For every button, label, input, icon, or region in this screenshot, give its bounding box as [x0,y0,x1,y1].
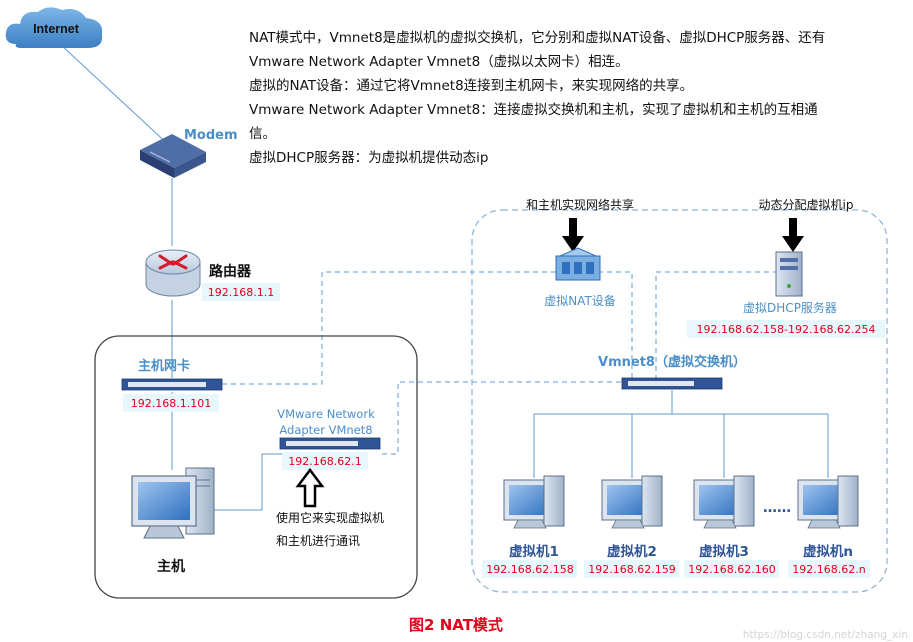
description-line: 虚拟DHCP服务器：为虚拟机提供动态ip [249,150,489,166]
vmnet8-adapter-ip: 192.168.62.1 [288,455,361,468]
router-ip: 192.168.1.1 [208,286,274,299]
nat-icon [555,247,601,281]
server-icon [775,251,803,297]
nat-device: 和主机实现网络共享 虚拟NAT设备 [526,197,634,308]
modem-label: Modem [184,128,238,143]
nat-annotation: 和主机实现网络共享 [526,197,634,212]
virtual-network-box [471,209,888,593]
router-icon [145,249,201,297]
description-line: 虚拟的NAT设备：通过它将Vmnet8连接到主机网卡，来实现网络的共享。 [249,78,694,94]
vm-ip: 192.168.62.160 [688,563,775,576]
switch-label: Vmnet8（虚拟交换机） [598,354,746,370]
router-label: 路由器 [209,263,252,280]
vm-ip: 192.168.62.n [792,563,865,576]
vm-computer-icon [797,475,859,529]
nat-label: 虚拟NAT设备 [544,294,616,308]
dhcp-ip-box [687,320,885,338]
up-arrow-icon [295,467,325,508]
vm-computer-icon [693,475,755,529]
vm-ip: 192.168.62.158 [486,563,573,576]
host-pc: 主机 [131,467,215,575]
vm-ip-box [482,560,577,578]
internet-modem-link [59,43,173,149]
figure-caption: 图2 NAT模式 [409,616,503,634]
host-computer-icon [131,467,215,539]
adapter-note-line2: 和主机进行通讯 [276,534,360,548]
watermark: https://blog.csdn.net/zhang_xin [743,629,908,641]
dhcp-switch-link [655,271,776,380]
description-text: NAT模式中，Vmnet8是虚拟机的虚拟交换机，它分别和虚拟NAT设备、虚拟DH… [249,26,889,170]
router-ip-box [202,283,280,301]
vm-ip-box [788,560,870,578]
dhcp-annotation: 动态分配虚拟机ip [759,198,854,212]
internet-cloud: Internet [5,7,103,49]
nic-nat-link [222,271,560,385]
dhcp-ip-range: 192.168.62.158-192.168.62.254 [697,323,876,336]
down-arrow-icon [782,218,804,252]
dhcp-server: 动态分配虚拟机ip 虚拟DHCP服务器 192.168.62.158-192.1… [687,198,885,338]
vmnet8-switch: Vmnet8（虚拟交换机） [598,354,746,390]
nat-switch-link [598,271,633,380]
vm-ip-box [584,560,679,578]
description-line: 信。 [249,126,276,142]
vm-label: 虚拟机2 [607,543,657,560]
description-line: Vmware Network Adapter Vmnet8（虚拟以太网卡）相连。 [249,54,629,70]
host-nic-label: 主机网卡 [138,358,190,374]
internet-label: Internet [33,22,80,36]
vm-label: 虚拟机n [803,543,853,560]
vmnet8-adapter: VMware Network Adapter VMnet8 192.168.62… [276,407,384,548]
host-adapter-link [214,453,284,511]
vmnet8-adapter-label-line1: VMware Network [277,407,375,421]
vm-label: 虚拟机3 [699,543,749,560]
vm-n: 虚拟机n 192.168.62.n [788,475,870,578]
vm-ip-box [684,560,779,578]
adapter-switch-link [382,381,622,455]
host-nic-ip: 192.168.1.101 [131,397,211,410]
description-line: Vmware Network Adapter Vmnet8：连接虚拟交换机和主机… [249,102,818,118]
host-machine-box [94,335,418,599]
adapter-note-line1: 使用它来实现虚拟机 [276,510,384,525]
vm-ip: 192.168.62.159 [588,563,675,576]
host-nic-ip-box [123,394,219,412]
router-device: 路由器 192.168.1.1 [145,249,280,301]
vm-3: 虚拟机3 192.168.62.160 [684,475,779,578]
description-line: NAT模式中，Vmnet8是虚拟机的虚拟交换机，它分别和虚拟NAT设备、虚拟DH… [249,30,826,46]
vm-2: 虚拟机2 192.168.62.159 [584,475,679,578]
vmnet8-adapter-ip-box [282,452,368,470]
virtual-switch-icon [621,377,723,390]
modem-device: Modem [140,128,238,178]
connection-lines [59,43,829,511]
vm-label: 虚拟机1 [509,543,559,560]
adapter-switch-icon [279,437,381,450]
host-nic: 主机网卡 192.168.1.101 [121,358,223,412]
vm-1: 虚拟机1 192.168.62.158 [482,475,577,578]
down-arrow-icon [562,218,584,252]
nic-switch-icon [121,378,223,391]
modem-icon [140,134,206,178]
dhcp-label: 虚拟DHCP服务器 [743,300,837,315]
host-label: 主机 [157,558,185,575]
vm-ellipsis: …… [763,500,791,516]
cloud-icon [5,7,103,49]
dashed-links [222,271,776,455]
vmnet8-adapter-label-line2: Adapter VMnet8 [279,423,372,437]
vm-computer-icon [503,475,565,529]
vm-computer-icon [601,475,663,529]
